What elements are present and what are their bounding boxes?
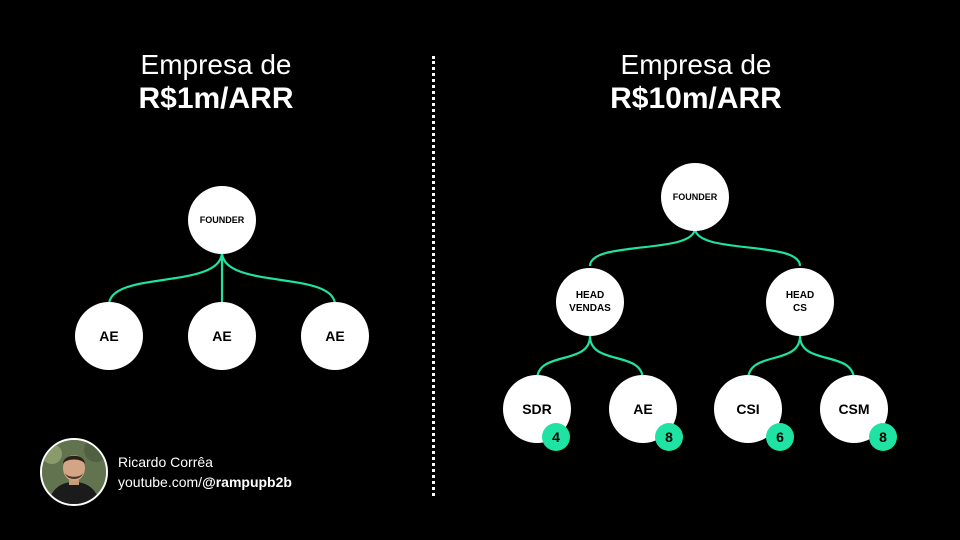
head-cs-node: HEAD CS: [766, 268, 834, 336]
edge-vendas-sdr: [535, 335, 592, 381]
channel-prefix: youtube.com/: [118, 474, 203, 490]
dotted-divider: [432, 56, 435, 496]
edge-founder-head-vendas: [588, 227, 697, 267]
edge-cs-csm: [798, 335, 856, 381]
author-text: Ricardo Corrêa youtube.com/@rampupb2b: [118, 452, 292, 492]
head-vendas-line1: HEAD: [575, 290, 605, 301]
ae-count-badge: 8: [655, 423, 683, 451]
edge-cs-csi: [746, 335, 802, 381]
edge-founder-ae-3: [220, 251, 337, 306]
right-title-line1: Empresa de: [620, 49, 772, 80]
author-channel[interactable]: youtube.com/@rampupb2b: [118, 472, 292, 492]
author-name: Ricardo Corrêa: [118, 454, 213, 470]
csm-count-badge: 8: [869, 423, 897, 451]
author-block: Ricardo Corrêa youtube.com/@rampupb2b: [40, 438, 292, 506]
avatar: [40, 438, 108, 506]
left-founder-node: FOUNDER: [188, 186, 256, 254]
right-founder-node: FOUNDER: [661, 163, 729, 231]
left-title-line2: R$1m/ARR: [138, 82, 294, 115]
sdr-count-badge: 4: [542, 423, 570, 451]
left-ae-node-1: AE: [75, 302, 143, 370]
right-title-line2: R$10m/ARR: [610, 82, 782, 115]
avatar-portrait-icon: [42, 440, 106, 504]
right-title: Empresa de R$10m/ARR: [546, 49, 846, 117]
left-ae-node-2: AE: [188, 302, 256, 370]
left-title: Empresa de R$1m/ARR: [66, 49, 366, 117]
edge-founder-head-cs: [693, 227, 802, 267]
edge-vendas-ae: [588, 335, 645, 381]
head-vendas-node: HEAD VENDAS: [556, 268, 624, 336]
left-title-line1: Empresa de: [140, 49, 292, 80]
left-ae-node-3: AE: [301, 302, 369, 370]
head-cs-line1: HEAD: [785, 290, 815, 301]
csi-count-badge: 6: [766, 423, 794, 451]
edge-founder-ae-1: [107, 251, 224, 306]
head-vendas-line2: VENDAS: [569, 303, 611, 314]
head-cs-line2: CS: [793, 303, 807, 314]
channel-handle: @rampupb2b: [202, 474, 292, 490]
